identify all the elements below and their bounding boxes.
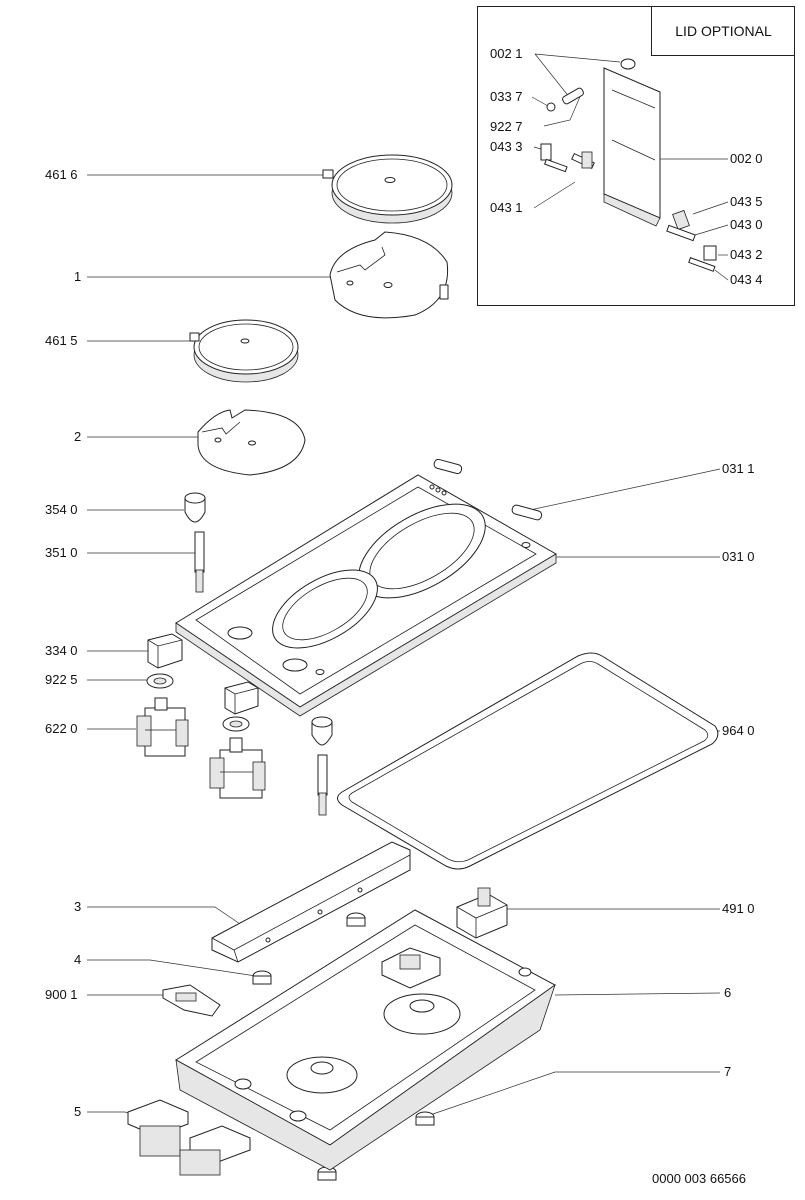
hotplate-large [322, 154, 453, 224]
label-0311: 031 1 [722, 461, 755, 476]
label-0337: 033 7 [490, 89, 523, 104]
reflector-large [329, 231, 449, 319]
label-4616: 461 6 [45, 167, 78, 182]
terminal-block [456, 887, 508, 939]
energy-regulator-right [209, 737, 266, 799]
label-0435: 043 5 [730, 194, 763, 209]
label-9640: 964 0 [722, 723, 755, 738]
label-9225: 922 5 [45, 672, 78, 687]
support-bracket [211, 841, 411, 963]
label-0432: 043 2 [730, 247, 763, 262]
label-4615: 461 5 [45, 333, 78, 348]
clip-right [511, 504, 543, 521]
lid-knob [620, 58, 636, 70]
label-3340: 334 0 [45, 643, 78, 658]
control-knob-left [147, 633, 183, 669]
label-1: 1 [74, 269, 82, 284]
hotplate-small [189, 319, 299, 383]
lid-optional-box [477, 6, 795, 306]
mounting-clips-5 [127, 1099, 251, 1176]
label-4910: 491 0 [722, 901, 755, 916]
label-0430: 043 0 [730, 217, 763, 232]
energy-regulator-left [136, 697, 189, 757]
clip-top [433, 458, 463, 475]
control-knob-right [224, 681, 259, 715]
label-0021: 002 1 [490, 46, 523, 61]
label-0434: 043 4 [730, 272, 763, 287]
mounting-clip-9001 [162, 984, 221, 1017]
label-9001: 900 1 [45, 987, 78, 1002]
gasket [337, 652, 719, 870]
indicator-knob-2 [311, 716, 333, 816]
foot-bottom [317, 1166, 337, 1181]
lid-hinge-right [666, 209, 717, 272]
label-4: 4 [74, 952, 82, 967]
label-3: 3 [74, 899, 82, 914]
label-7: 7 [724, 1064, 732, 1079]
bezel-left [146, 673, 174, 689]
lid-screw [546, 87, 584, 112]
bottom-housing [175, 909, 556, 1171]
hob-top-frame [175, 474, 557, 717]
bezel-right [222, 716, 250, 732]
indicator-rod [194, 531, 205, 593]
label-5: 5 [74, 1104, 82, 1119]
document-number: 0000 003 66566 [652, 1171, 746, 1186]
label-6220: 622 0 [45, 721, 78, 736]
label-0433: 043 3 [490, 139, 523, 154]
lid-hinge-left [540, 143, 595, 173]
label-9227: 922 7 [490, 119, 523, 134]
leader-lines [87, 53, 729, 1119]
label-3510: 351 0 [45, 545, 78, 560]
lid-glass [603, 67, 661, 227]
label-0431: 043 1 [490, 200, 523, 215]
label-2: 2 [74, 429, 82, 444]
foot-4 [252, 970, 272, 985]
reflector-small [197, 409, 306, 476]
indicator-knob [184, 492, 206, 523]
label-0020: 002 0 [730, 151, 763, 166]
label-3540: 354 0 [45, 502, 78, 517]
label-0310: 031 0 [722, 549, 755, 564]
lid-optional-title: LID OPTIONAL [651, 6, 795, 56]
foot-top [346, 912, 366, 927]
foot-7 [415, 1111, 435, 1126]
label-6: 6 [724, 985, 732, 1000]
